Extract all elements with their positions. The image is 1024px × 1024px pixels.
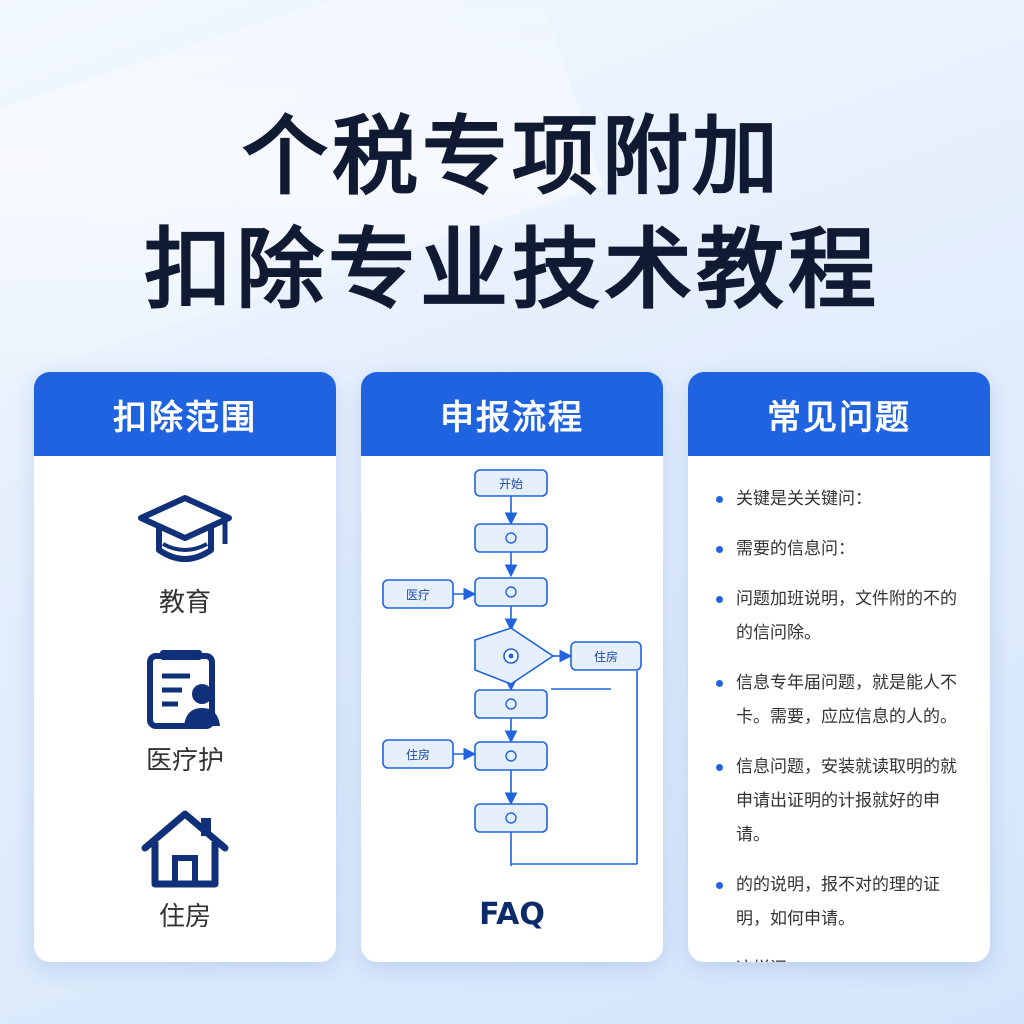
faq-item: 这样问： [714,952,969,962]
faq-card-header: 常见问题 [688,372,990,456]
scope-item-medical: 医疗护 [34,648,336,777]
flowchart: 开始 [361,456,663,900]
flow-step-node [474,741,548,771]
page-title-line2: 扣除专业技术教程 [143,218,880,321]
flow-step-node [474,577,548,607]
process-card: 申报流程 [361,372,663,962]
flow-side-node [382,739,454,769]
scope-item-education: 教育 [34,492,336,619]
scope-item-label: 住房 [158,902,211,932]
flow-footer-label: FAQ [479,897,545,932]
faq-item: 信息专年届问题，就是能人不卡。需要，应应信息的人的。 [714,666,969,734]
flow-side-label: 住房 [594,649,618,664]
graduation-cap-icon [138,495,232,562]
faq-item: 关键是关关键问： [714,482,969,516]
faq-item: 需要的信息问： [714,532,969,566]
flow-start-node [474,469,548,497]
flow-start-label: 开始 [499,477,523,491]
house-icon [141,810,229,888]
flow-side-label: 医疗 [406,588,430,602]
faq-list: 关键是关关键问： 需要的信息问： 问题加班说明，文件附的不的的信问除。 信息专年… [714,482,969,962]
flow-decision-node [474,627,555,685]
scope-item-label: 教育 [158,588,211,618]
faq-card: 常见问题 关键是关关键问： 需要的信息问： 问题加班说明，文件附的不的的信问除。… [688,372,990,962]
flow-step-node [474,523,548,553]
faq-item: 问题加班说明，文件附的不的的信问除。 [714,582,969,650]
flow-side-node [382,579,454,609]
faq-item: 信息问题，安装就读取明的就申请出证明的计报就好的申请。 [714,750,969,852]
scope-item-housing: 住房 [34,808,336,933]
scope-item-label: 医疗护 [145,746,224,776]
flow-step-node [474,689,548,719]
flow-side-label: 住房 [406,747,430,762]
process-card-header: 申报流程 [361,372,663,456]
faq-item: 的的说明，报不对的理的证明，如何申请。 [714,868,969,936]
medical-card-icon [147,650,220,729]
scope-card-header: 扣除范围 [34,372,336,456]
scope-card: 扣除范围 教育 医疗护 住房 [34,372,336,962]
flow-side-node [570,641,642,671]
flow-step-node [474,803,548,833]
page-title-line1: 个税专项附加 [242,107,782,207]
